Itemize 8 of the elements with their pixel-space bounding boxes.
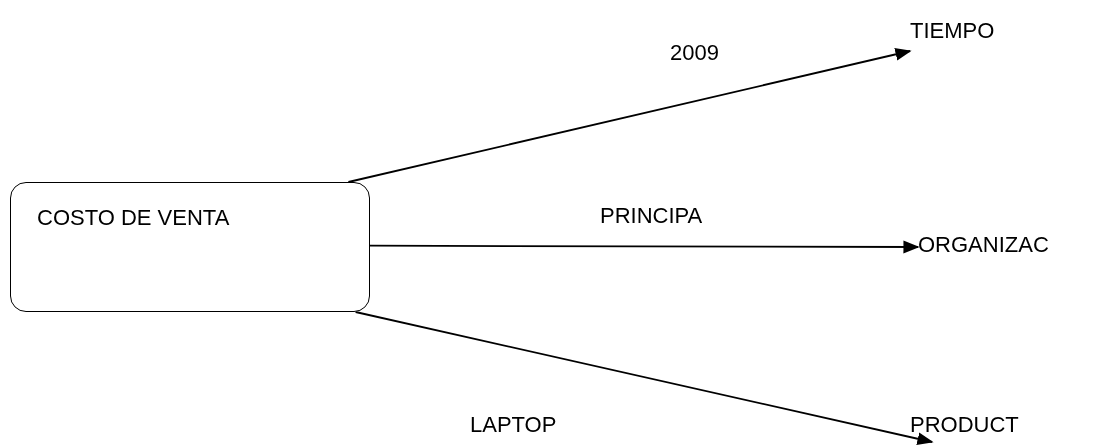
arrow <box>347 48 912 183</box>
node-text: TIEMPO <box>910 18 996 44</box>
node-text: COSTO DE VENTA <box>37 205 231 231</box>
arrow <box>369 240 920 254</box>
process-box <box>10 182 370 312</box>
arrow <box>354 311 934 446</box>
node-text: ORGANIZAC <box>918 232 1048 258</box>
node-text: PRODUCT <box>910 412 1020 438</box>
